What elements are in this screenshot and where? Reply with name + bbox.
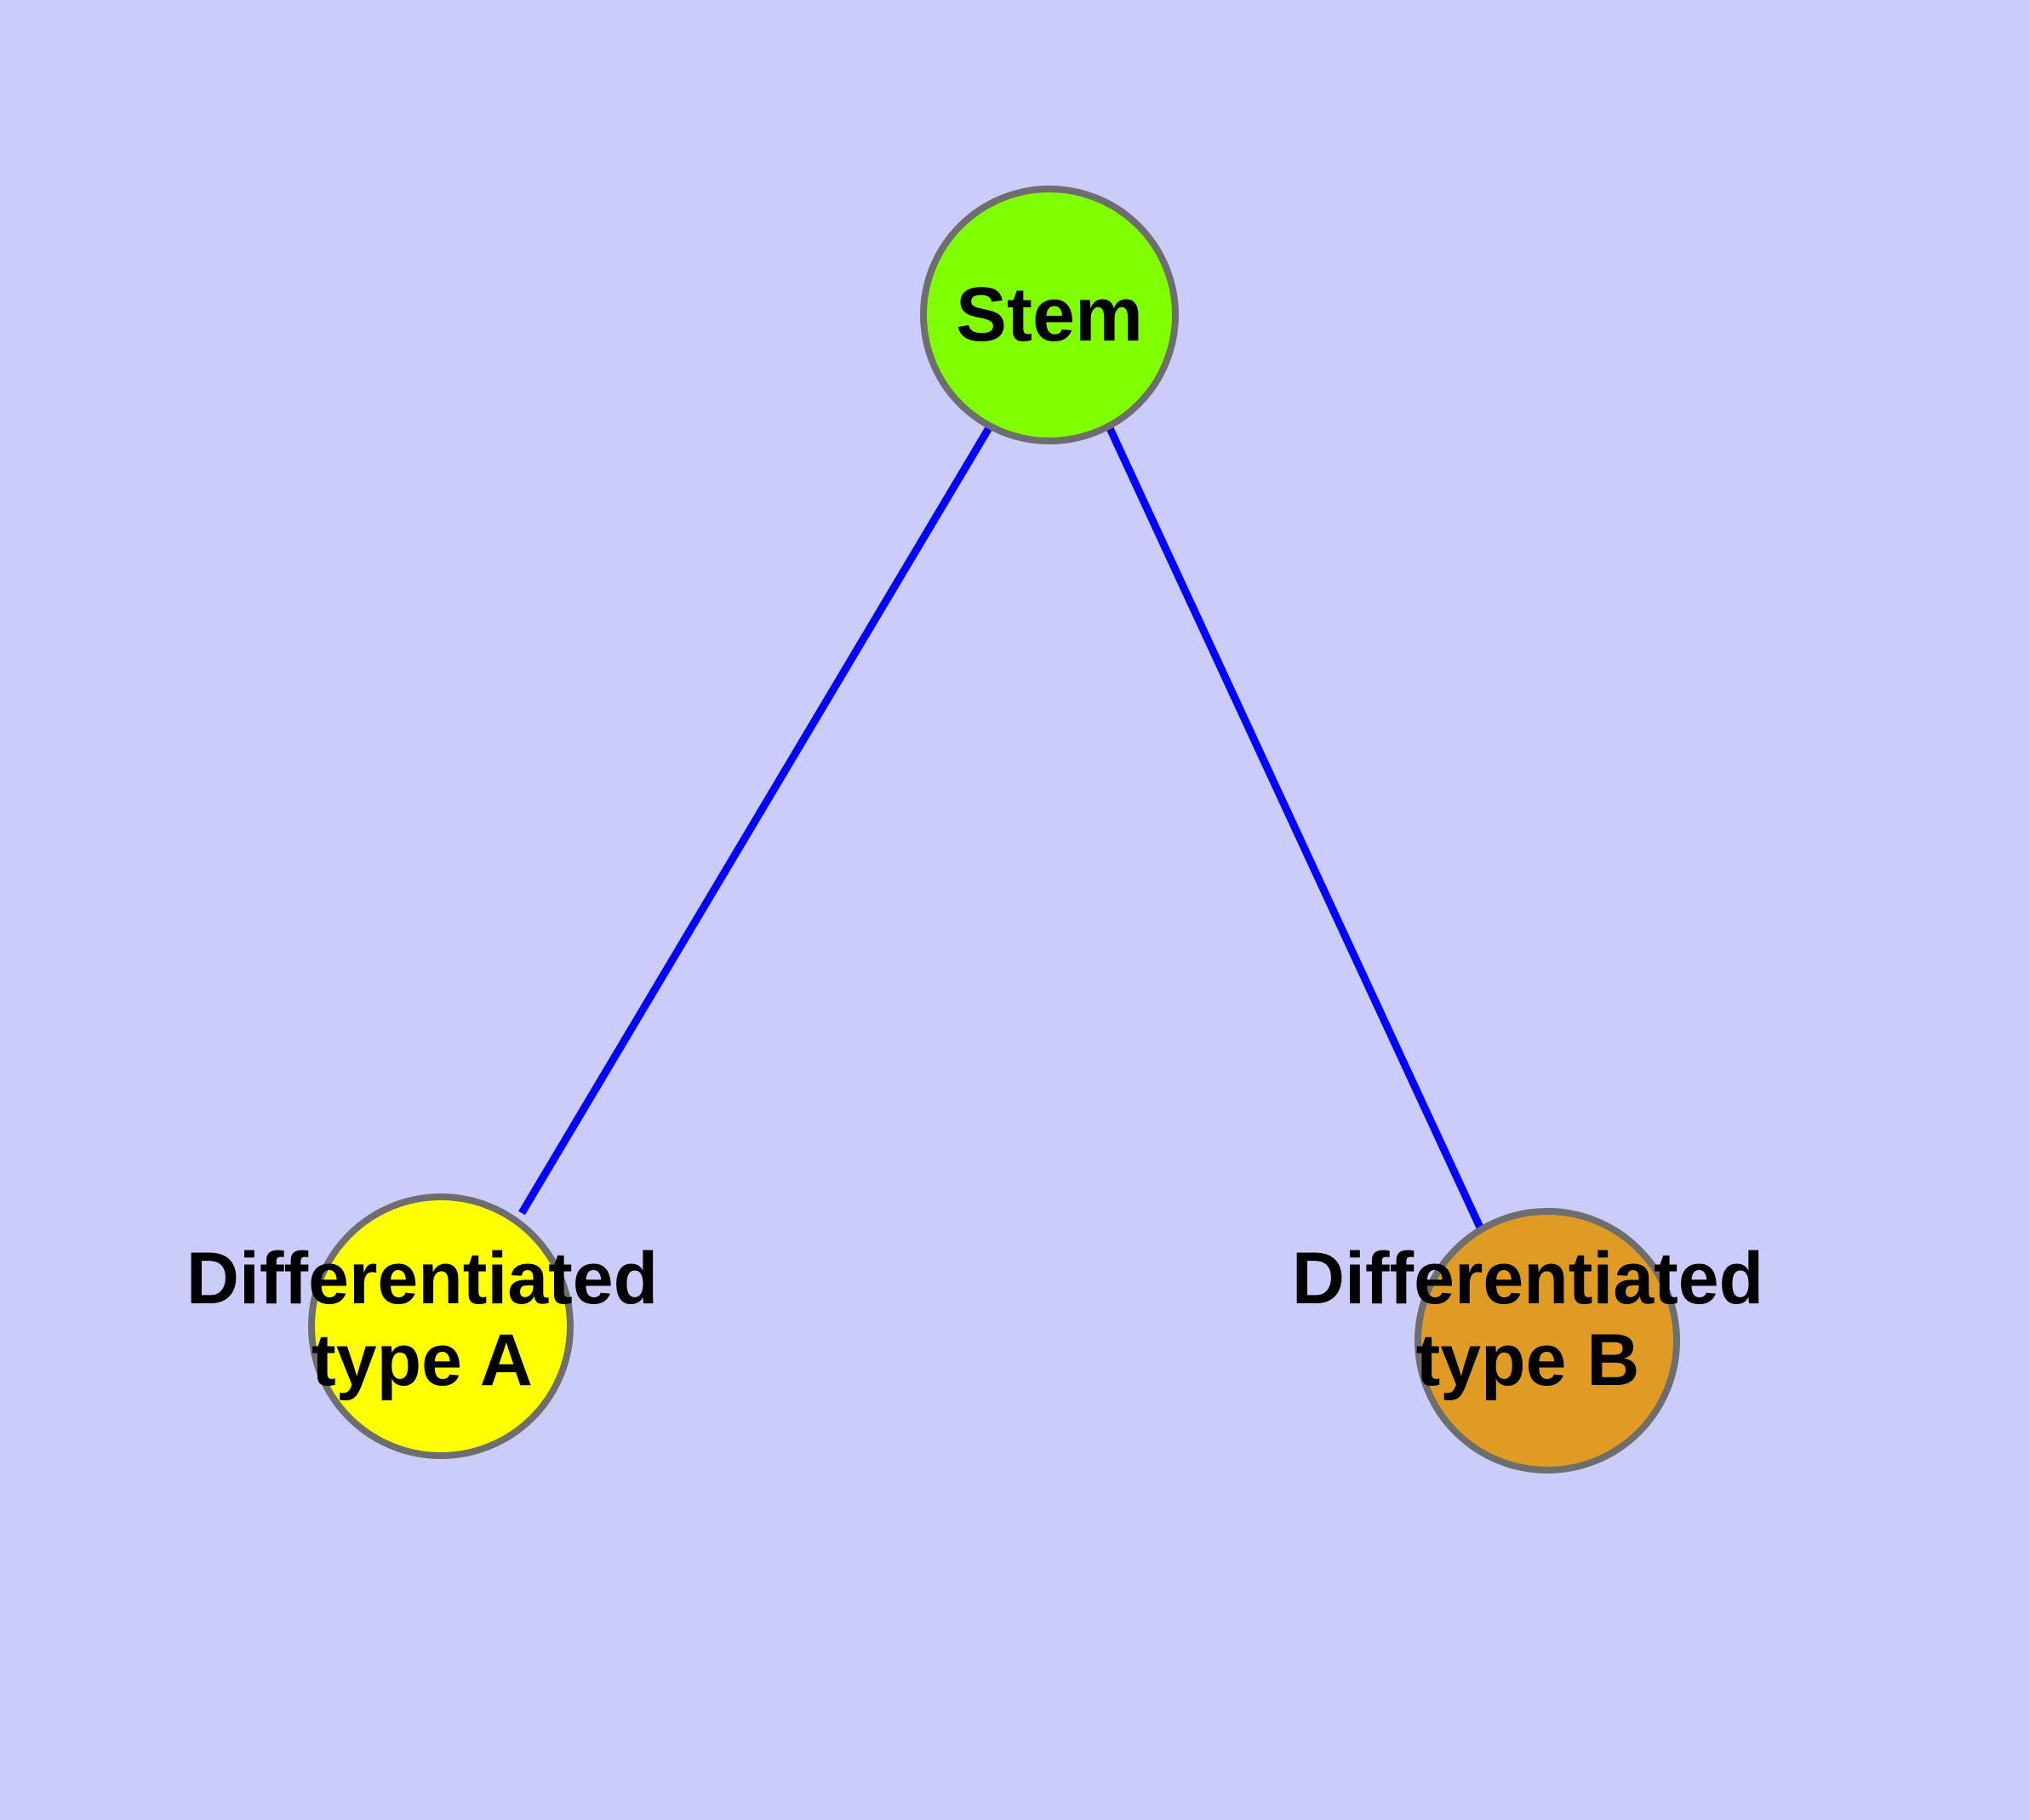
- graph-node-stem[interactable]: [920, 186, 1179, 444]
- node-label-stem: Stem: [956, 272, 1143, 358]
- nodes-layer: [308, 186, 1680, 1474]
- graph-edge-stem-to-type-a[interactable]: [518, 424, 993, 1216]
- graph-node-differentiated-type-a[interactable]: [308, 1193, 574, 1459]
- node-label-line: Stem: [956, 272, 1143, 358]
- node-label-line: Differentiated: [1292, 1238, 1763, 1319]
- node-label-line: type A: [311, 1319, 533, 1401]
- node-label-line: Differentiated: [186, 1238, 658, 1319]
- edges-layer: [518, 424, 1485, 1231]
- graph-node-differentiated-type-b[interactable]: [1415, 1208, 1680, 1474]
- graph-edge-stem-to-type-b[interactable]: [1106, 426, 1485, 1231]
- node-label-line: type B: [1416, 1319, 1640, 1401]
